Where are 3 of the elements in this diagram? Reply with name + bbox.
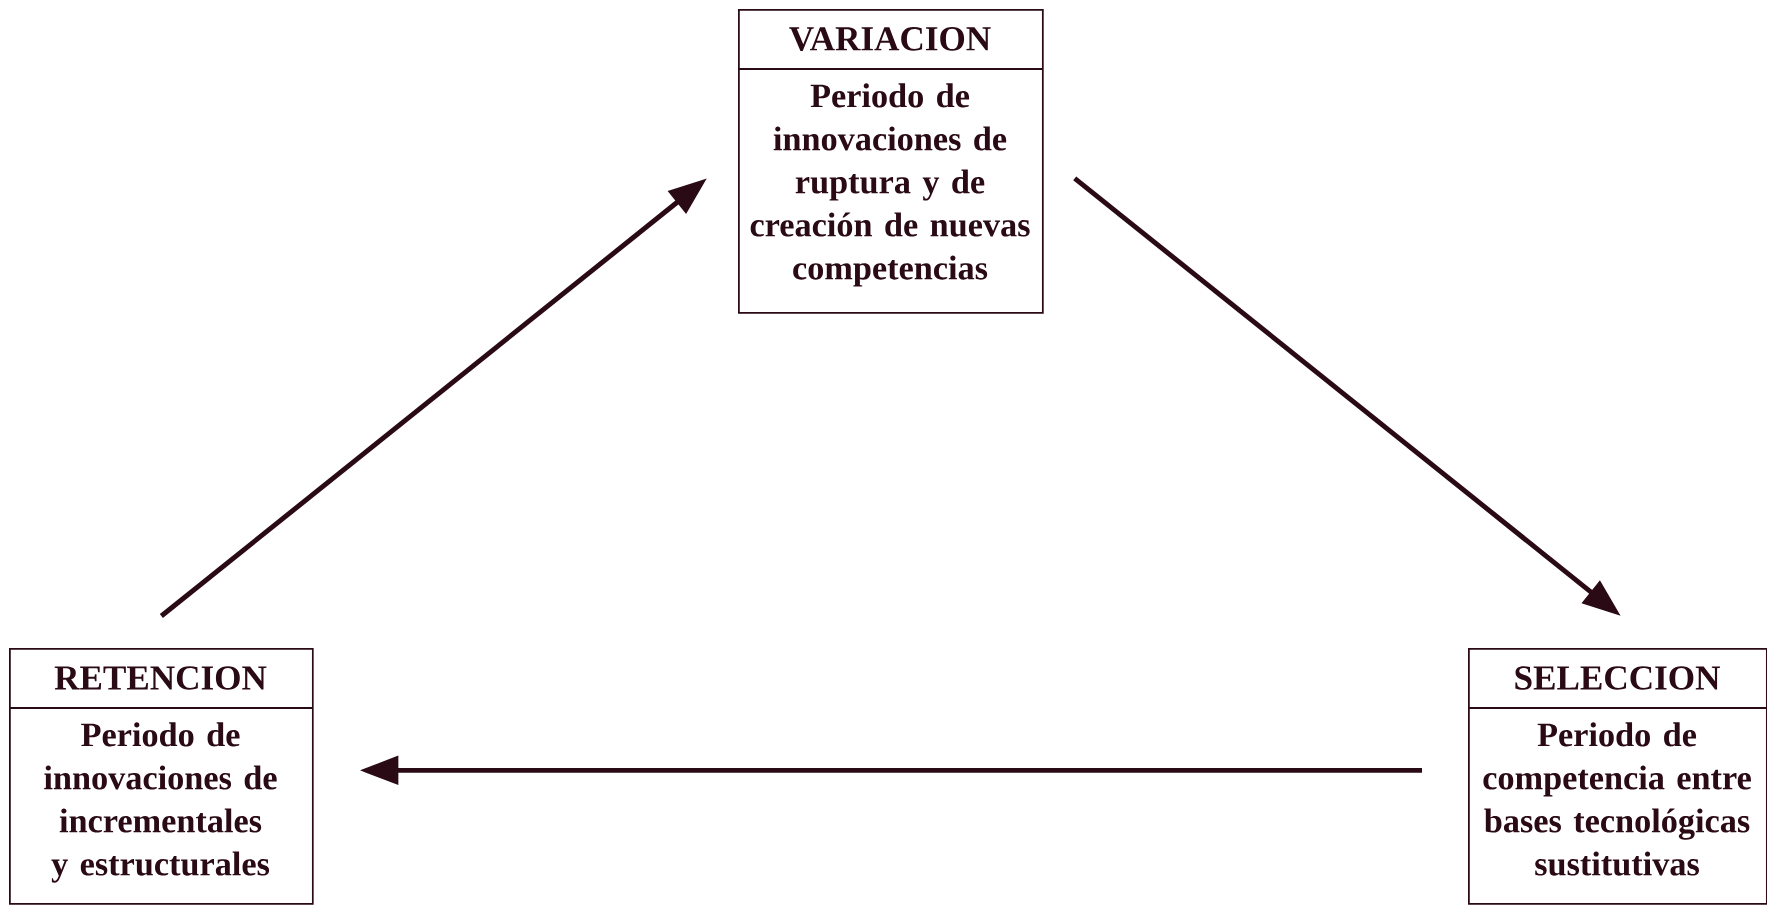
process-box: RETENCION Periodo de innovaciones de incrementales y estructurales	[8, 648, 314, 905]
process-box: SELECCION Periodo de competencia entre bases tecnológicas sustitutivas	[1467, 648, 1767, 905]
process-box: VARIACION Periodo de innovaciones de ruptura y de creación de nuevas competencias	[737, 9, 1044, 314]
